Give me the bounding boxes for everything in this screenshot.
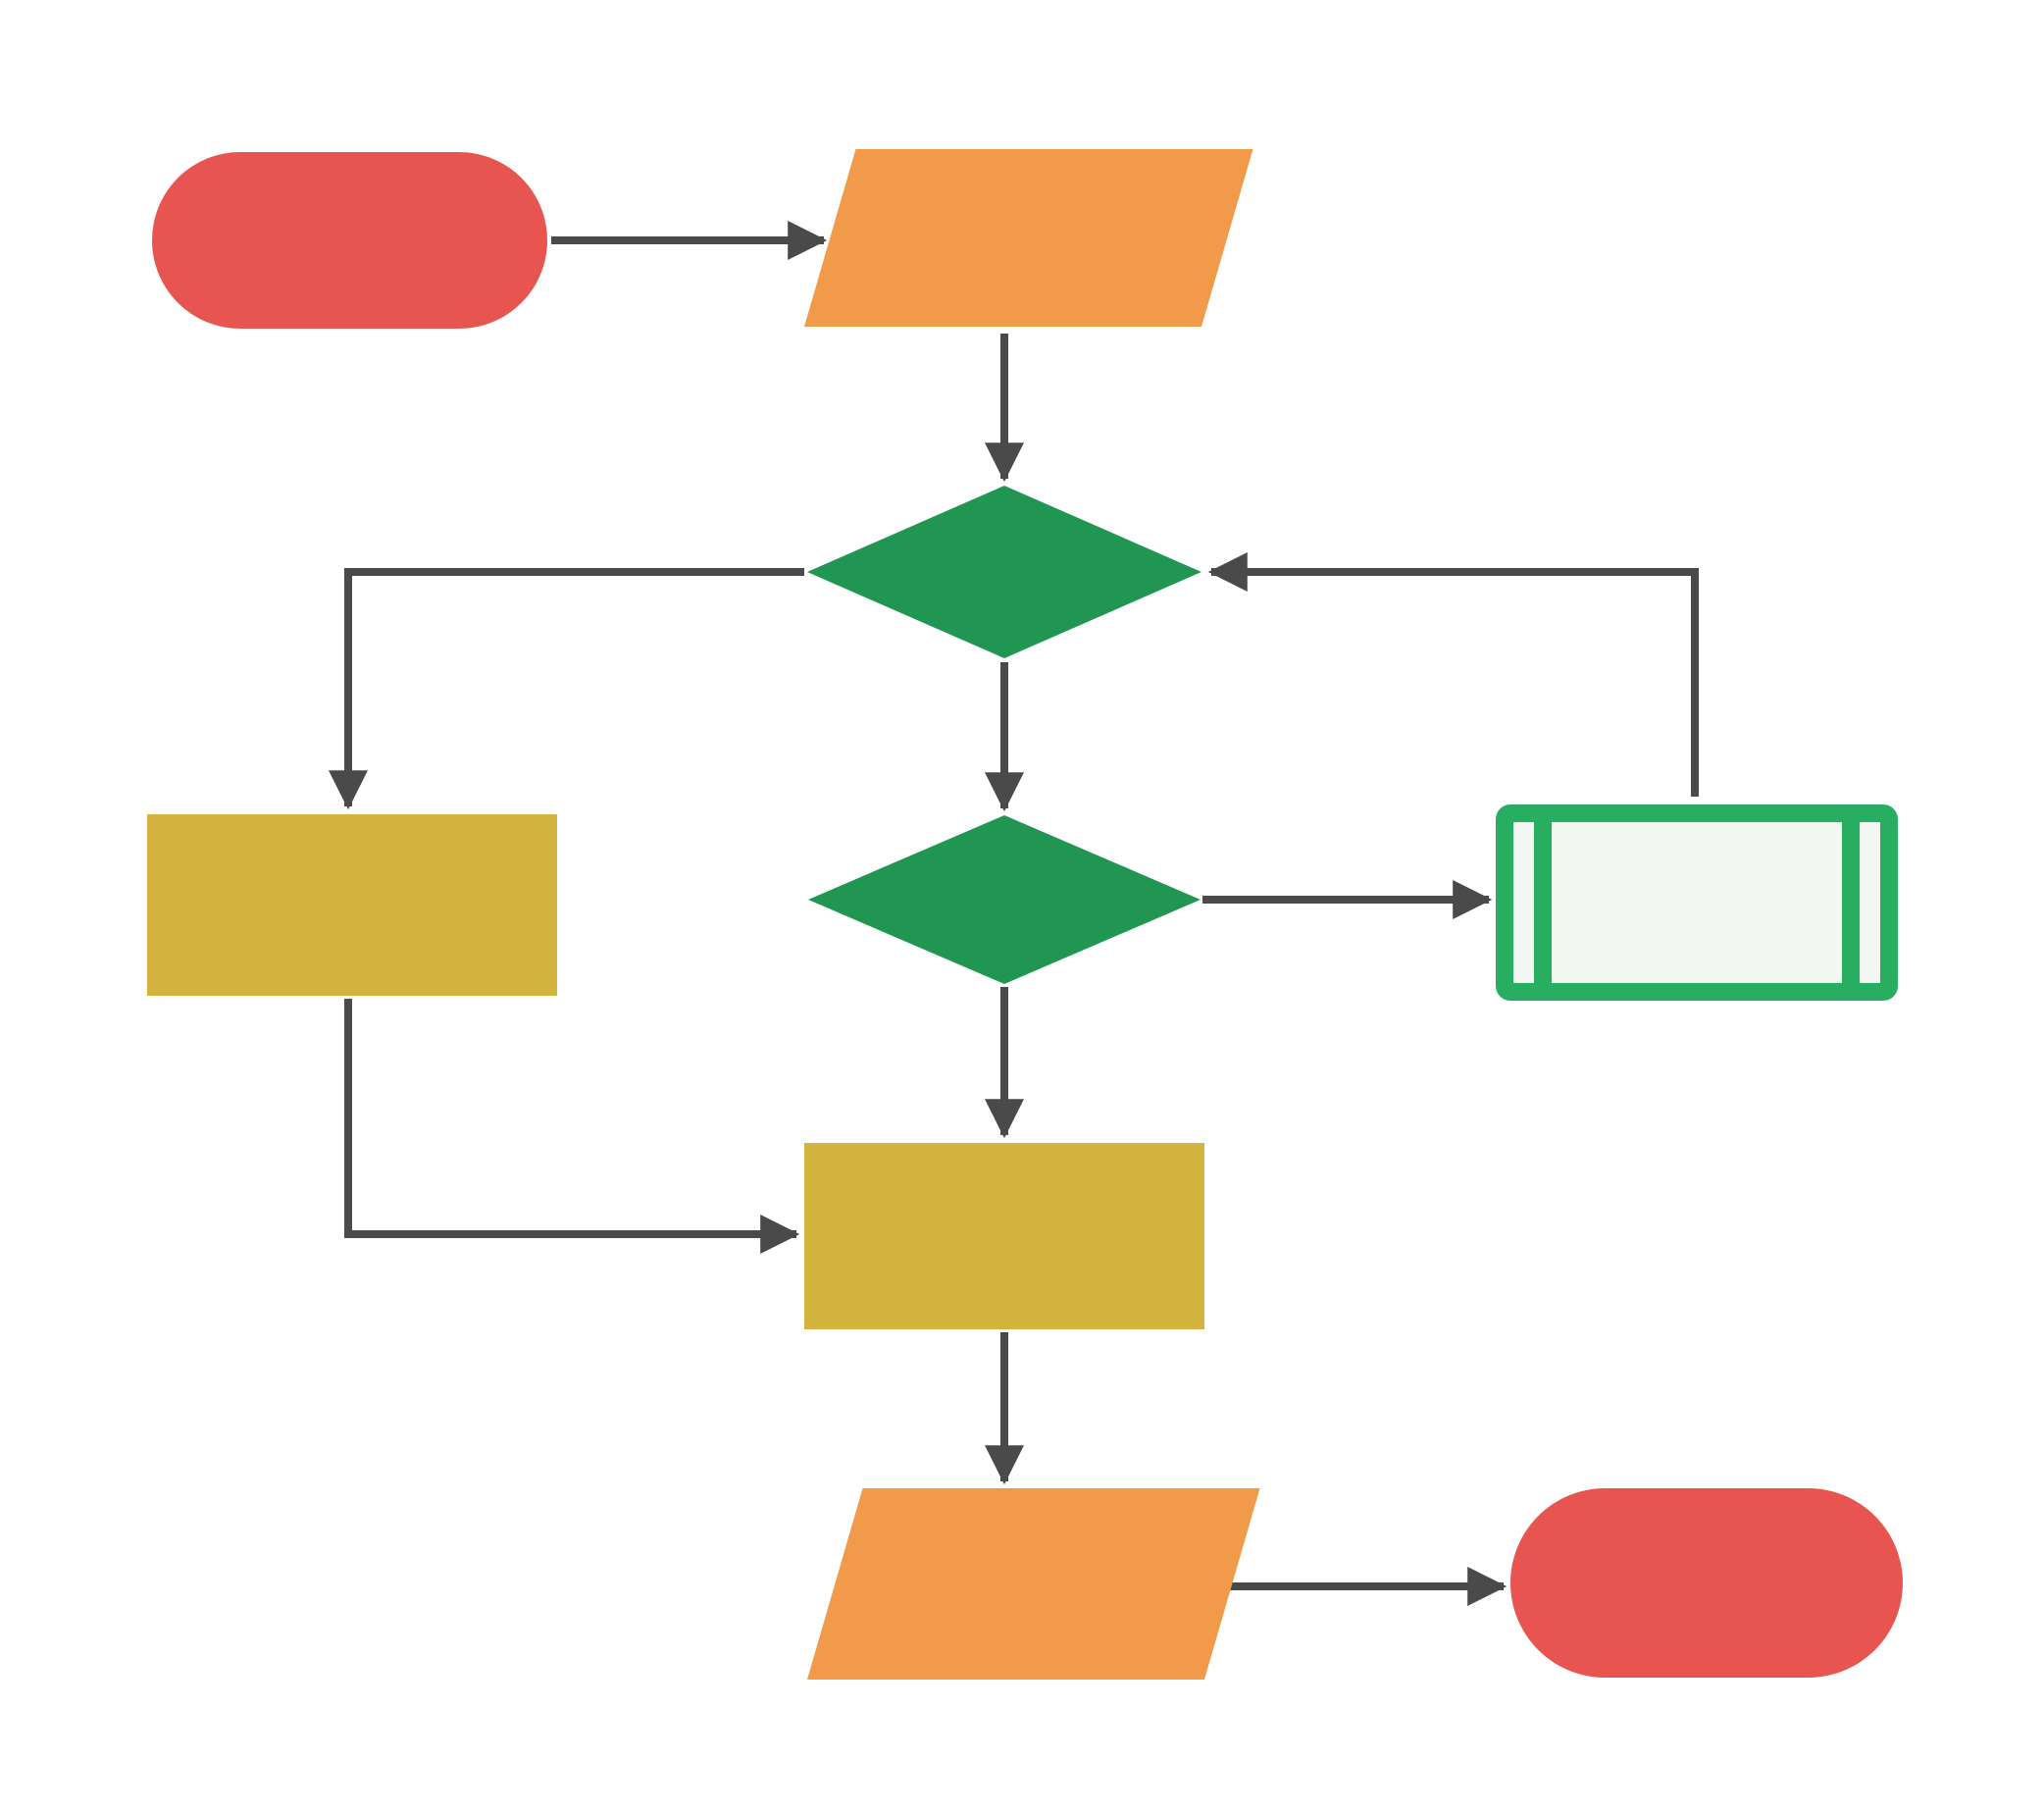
edge-e6 — [1207, 552, 1699, 797]
edge-line — [329, 568, 804, 810]
node-decision1[interactable] — [807, 486, 1201, 658]
node-input[interactable] — [804, 149, 1253, 327]
edge-e8 — [344, 999, 800, 1254]
node-subroutine[interactable] — [1496, 804, 1898, 1001]
edge-line — [344, 999, 800, 1254]
terminator-shape[interactable] — [1510, 1488, 1903, 1678]
process-shape[interactable] — [147, 814, 557, 996]
decision-shape[interactable] — [807, 486, 1201, 658]
node-end[interactable] — [1510, 1488, 1903, 1678]
node-start[interactable] — [152, 152, 547, 329]
subroutine-shape[interactable] — [1496, 804, 1898, 1001]
node-output[interactable] — [807, 1488, 1260, 1680]
edge-e3 — [329, 568, 804, 810]
process-shape[interactable] — [804, 1143, 1204, 1329]
edge-line — [1207, 552, 1699, 797]
decision-shape[interactable] — [808, 815, 1201, 984]
io-shape[interactable] — [804, 149, 1253, 327]
edges-layer — [329, 221, 1699, 1606]
terminator-shape[interactable] — [152, 152, 547, 329]
io-shape[interactable] — [807, 1488, 1260, 1680]
node-decision2[interactable] — [808, 815, 1201, 984]
node-process-center[interactable] — [804, 1143, 1204, 1329]
node-process-left[interactable] — [147, 814, 557, 996]
nodes-layer — [147, 149, 1903, 1680]
